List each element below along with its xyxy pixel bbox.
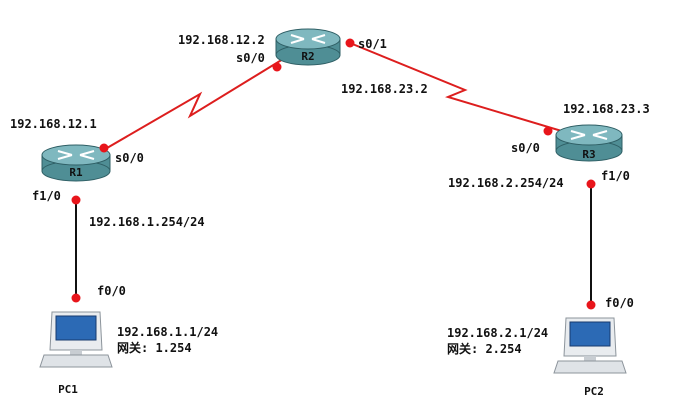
pc1-gateway: 网关: 1.254: [117, 340, 192, 355]
r2-s00-port: s0/0: [236, 51, 265, 65]
pc-icon: [39, 311, 113, 368]
port-dot-r2-s01[interactable]: [345, 38, 355, 48]
port-dot-pc1-f00[interactable]: [71, 293, 81, 303]
pc-pc2[interactable]: [553, 317, 627, 374]
router-r3[interactable]: R3: [555, 124, 623, 162]
r2-s01-ip: 192.168.23.2: [341, 82, 428, 96]
pc2-ip: 192.168.2.1/24: [447, 326, 548, 340]
pc-pc1[interactable]: [39, 311, 113, 368]
router-r2-name: R2: [301, 50, 314, 63]
r3-f10-ip: 192.168.2.254/24: [448, 176, 564, 190]
r1-f10-port: f1/0: [32, 189, 61, 203]
port-dot-r1-f10[interactable]: [71, 195, 81, 205]
port-dot-r2-s00[interactable]: [272, 62, 282, 72]
r2-s01-port: s0/1: [358, 37, 387, 51]
port-dot-r1-s00[interactable]: [99, 143, 109, 153]
pc1-f00-port: f0/0: [97, 284, 126, 298]
pc2-name: PC2: [584, 385, 604, 398]
pc1-ip: 192.168.1.1/24: [117, 325, 218, 339]
port-dot-pc2-f00[interactable]: [586, 300, 596, 310]
port-dot-r3-s00[interactable]: [543, 126, 553, 136]
r3-f10-port: f1/0: [601, 169, 630, 183]
router-r1[interactable]: R1: [41, 144, 111, 182]
router-icon: [41, 144, 111, 182]
router-r1-name: R1: [69, 166, 83, 179]
router-icon: [275, 28, 341, 66]
pc2-gateway: 网关: 2.254: [447, 341, 522, 356]
r3-s00-ip: 192.168.23.3: [563, 102, 650, 116]
r1-s00-ip: 192.168.12.1: [10, 117, 97, 131]
serial-link-r2-r3: [349, 42, 566, 133]
serial-link-r1-r2: [75, 44, 307, 167]
router-icon: [555, 124, 623, 162]
pc2-f00-port: f0/0: [605, 296, 634, 310]
port-dot-r3-f10[interactable]: [586, 179, 596, 189]
router-r2[interactable]: R2: [275, 28, 341, 66]
router-r3-name: R3: [582, 148, 595, 161]
r1-f10-ip: 192.168.1.254/24: [89, 215, 205, 229]
r3-s00-port: s0/0: [511, 141, 540, 155]
pc1-name: PC1: [58, 383, 78, 396]
r1-s00-port: s0/0: [115, 151, 144, 165]
pc-icon: [553, 317, 627, 374]
r2-s00-ip: 192.168.12.2: [178, 33, 265, 47]
